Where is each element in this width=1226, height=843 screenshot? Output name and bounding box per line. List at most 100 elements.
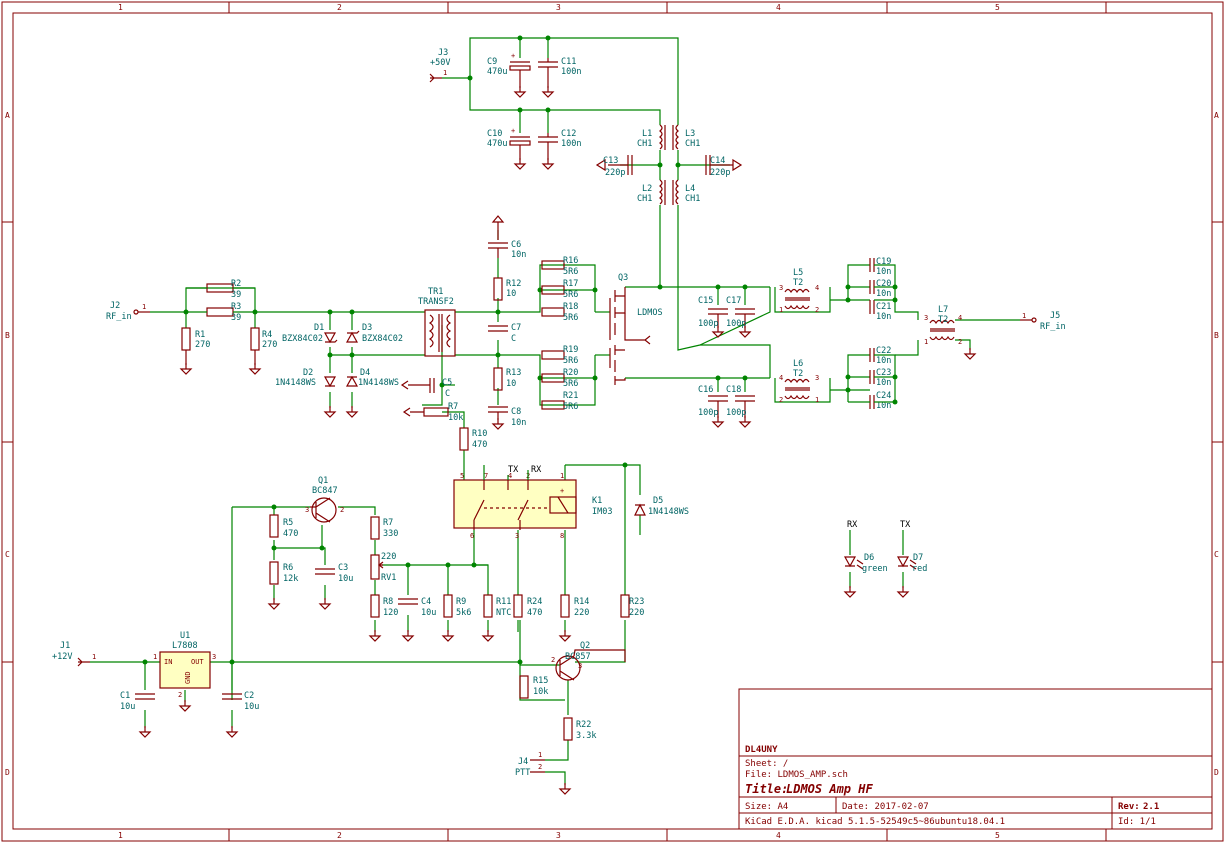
q2-value: BC857 [565,652,591,662]
c21-ref: C21 [876,302,891,312]
resistor-r13: R13 10 [493,367,521,391]
l7-ref: L7 [938,305,948,315]
svg-text:2: 2 [538,763,542,771]
c8-value: 10n [511,418,526,428]
row-label-c-right: C [1214,550,1219,559]
c21-value: 10n [876,312,891,322]
capacitor-c10: + C10 470u [487,127,531,170]
svg-text:2: 2 [551,656,555,664]
resistor-r1: R1 270 [180,327,210,375]
c2-value: 10u [244,702,259,712]
row-label-b: B [5,331,10,340]
title-block-title: LDMOS Amp HF [786,782,873,796]
r18-value: 5R6 [563,313,578,323]
c20-value: 10n [876,289,891,299]
r16-ref: R16 [563,256,578,266]
c9-value: 470u [487,67,507,77]
r6-value: 12k [283,574,298,584]
j1-value: +12V [52,652,72,662]
l4-ref: L4 [685,184,695,194]
d6-ref: D6 [864,553,874,563]
capacitor-c3: C3 10u [315,563,353,610]
svg-text:2: 2 [958,338,962,346]
transistor-q2: 23 Q2 BC857 [551,641,626,681]
u1-out: OUT [191,658,204,666]
r10-value: 470 [472,440,487,450]
c19-value: 10n [876,267,891,277]
svg-text:+: + [511,127,515,135]
c17-ref: C17 [726,296,741,306]
c6-value: 10n [511,250,526,260]
svg-text:1: 1 [924,338,928,346]
c22-value: 10n [876,356,891,366]
resistor-r7: R7 330 [370,516,398,540]
diode-d5: D5 1N4148WS [634,496,689,517]
row-label-d: D [5,768,10,777]
transistor-q3: Q3 LDMOS [609,273,663,385]
col-label-3-bottom: 3 [556,831,561,840]
title-block-sheet: Sheet: / [745,759,788,769]
capacitor-c12: C12 100n [538,129,581,170]
c16-value: 100p [698,408,718,418]
resistor-r24: R24 470 [513,594,542,618]
connector-j1: J1 +12V 1 [52,641,96,667]
capacitor-c13: C13 220p [595,155,633,178]
svg-text:3: 3 [924,314,928,322]
c20-ref: C20 [876,279,891,289]
resistor-r16: R16 5R6 [541,256,578,277]
c11-value: 100n [561,67,581,77]
svg-text:8: 8 [560,532,564,540]
svg-text:2: 2 [178,691,182,699]
svg-text:1: 1 [538,751,542,759]
r8-ref: R8 [383,597,393,607]
c14-ref: C14 [710,156,725,166]
c3-value: 10u [338,574,353,584]
connector-j5: J5 RF_in 1 [1020,311,1066,332]
led-d6: RX D6 green [843,520,888,598]
title-block-date: Date: 2017-02-07 [842,802,929,812]
d1-ref: D1 [314,323,324,333]
col-label-1-bottom: 1 [118,831,123,840]
svg-text:1: 1 [779,306,783,314]
l6-ref: L6 [793,359,803,369]
r23-ref: R23 [629,597,644,607]
k1-value: IM03 [592,507,612,517]
r4-value: 270 [262,340,277,350]
d7-ref: D7 [913,553,923,563]
resistor-r17: R17 5R6 [541,279,578,300]
r1-ref: R1 [195,330,205,340]
d4-value: 1N4148WS [358,378,399,388]
l6-value: T2 [793,369,803,379]
d4-ref: D4 [360,368,370,378]
c10-ref: C10 [487,129,502,139]
svg-text:5: 5 [460,472,464,480]
c24-ref: C24 [876,391,891,401]
c3-ref: C3 [338,563,348,573]
wires [90,37,1020,785]
r19-ref: R19 [563,345,578,355]
resistor-r15: R15 10k [519,675,548,699]
q3-ref: Q3 [618,273,628,283]
resistor-r5: R5 470 [269,514,298,539]
r12-ref: R12 [506,279,521,289]
d2-ref: D2 [303,368,313,378]
c16-ref: C16 [698,385,713,395]
d3-ref: D3 [362,323,372,333]
d3-value: BZX84C02 [362,334,403,344]
l5-value: T2 [793,278,803,288]
r5-value: 470 [283,529,298,539]
svg-text:3: 3 [578,662,582,670]
r21-value: 5R6 [563,402,578,412]
svg-text:1: 1 [153,653,157,661]
col-label-5-bottom: 5 [995,831,1000,840]
r15-value: 10k [533,687,548,697]
col-label-4-bottom: 4 [776,831,781,840]
c15-value: 100p [698,319,718,329]
c4-value: 10u [421,608,436,618]
resistor-r22: R22 3.3k [563,717,596,741]
svg-text:1: 1 [560,472,564,480]
r19-value: 5R6 [563,356,578,366]
